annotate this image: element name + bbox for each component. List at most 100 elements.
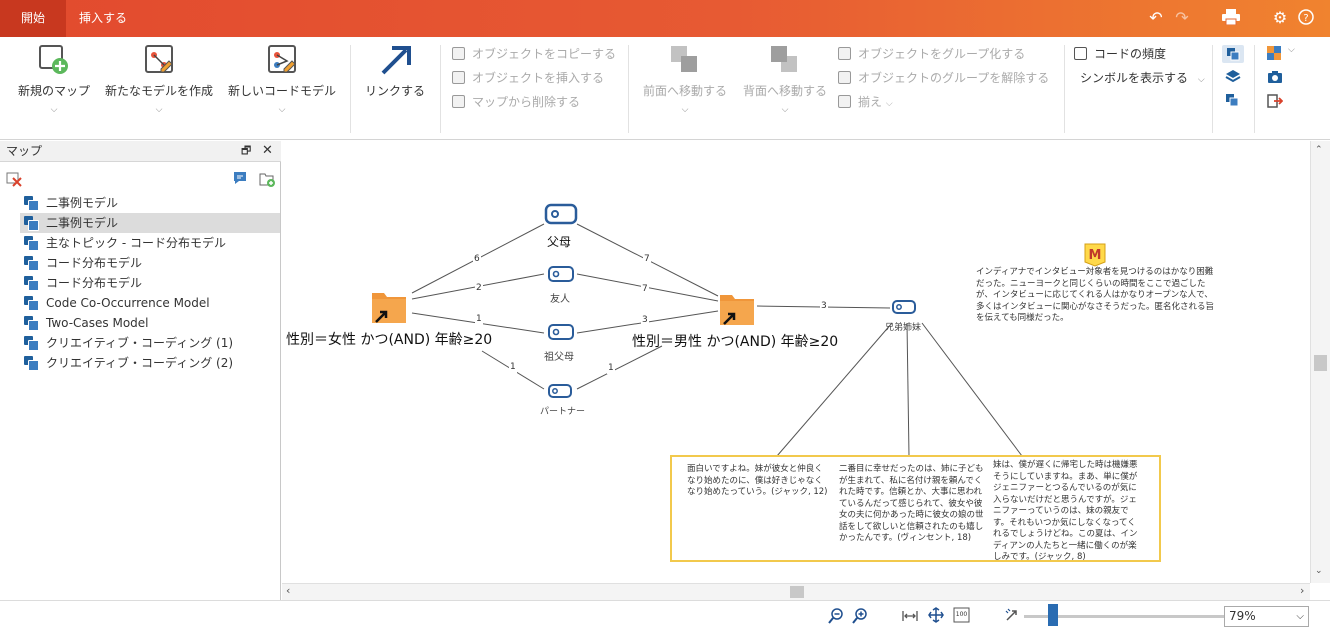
undo-icon[interactable]: ↶ xyxy=(1149,8,1163,27)
code-tag-icon[interactable] xyxy=(891,299,917,318)
chevron-left-icon[interactable]: ‹ xyxy=(286,584,291,597)
chevron-down-icon: ⌵ xyxy=(681,105,689,115)
ungroup-objects-label: オブジェクトのグループを解除する xyxy=(858,71,1050,85)
copy-object-button[interactable]: オブジェクトをコピーする xyxy=(452,45,616,63)
export-code-icon[interactable] xyxy=(1225,93,1241,109)
maps-panel-title: マップ xyxy=(6,144,43,158)
fit-width-icon[interactable] xyxy=(902,608,918,627)
memo-text: インディアナでインタビュー対象者を見つけるのはかなり困難だった。ニューヨークと同… xyxy=(976,267,1215,323)
map-canvas[interactable]: 6 2 1 1 7 7 3 1 3 性別＝女性 かつ(AND) 年齢≥20 性別… xyxy=(282,141,1310,583)
exit-icon[interactable] xyxy=(1267,93,1284,109)
ungroup-objects-button[interactable]: オブジェクトのグループを解除する xyxy=(838,69,1049,87)
chevron-right-icon[interactable]: › xyxy=(1300,584,1305,597)
quote-text: 二番目に幸せだったのは、姉に子どもが生まれて、私に名付け親を頼んでくれた時です。… xyxy=(839,464,984,543)
zoom-slider-track[interactable] xyxy=(1024,615,1224,618)
link-label: リンクする xyxy=(364,84,425,98)
code-tag-icon[interactable] xyxy=(547,265,575,286)
memo-icon-letter: M xyxy=(1089,248,1102,263)
edge-weight: 3 xyxy=(820,301,828,312)
map-list-item[interactable]: クリエイティブ・コーディング (1) xyxy=(24,333,280,353)
map-list-item[interactable]: 二事例モデル xyxy=(20,213,280,233)
edge-weight: 2 xyxy=(475,283,483,294)
ribbon-divider xyxy=(1212,45,1213,133)
help-icon[interactable]: ? xyxy=(1296,9,1316,29)
link-button[interactable]: リンクする xyxy=(362,43,428,99)
map-list-item[interactable]: 二事例モデル xyxy=(24,193,280,213)
map-model-icon xyxy=(24,356,39,371)
zoom-reset-icon[interactable] xyxy=(1004,607,1020,626)
map-list-item[interactable]: コード分布モデル xyxy=(24,273,280,293)
copy-object-label: オブジェクトをコピーする xyxy=(472,47,617,61)
case-folder-male-icon[interactable] xyxy=(718,291,756,330)
new-model-icon xyxy=(142,43,176,77)
new-map-button[interactable]: 新規のマップ ⌵ xyxy=(14,43,94,115)
actual-size-icon[interactable]: 100 xyxy=(953,607,970,626)
map-list-item[interactable]: Two-Cases Model xyxy=(24,313,280,333)
delete-map-icon[interactable] xyxy=(6,171,22,190)
map-list-item[interactable]: Code Co-Occurrence Model xyxy=(24,293,280,313)
zoom-out-icon[interactable] xyxy=(828,608,844,627)
chevron-up-icon[interactable]: ⌃ xyxy=(1315,145,1323,155)
undock-icon[interactable]: 🗗 xyxy=(241,144,252,157)
svg-text:?: ? xyxy=(1303,13,1308,24)
bring-forward-button[interactable]: 前面へ移動する ⌵ xyxy=(640,43,730,115)
send-backward-button[interactable]: 背面へ移動する ⌵ xyxy=(740,43,830,115)
memo-icon[interactable]: M xyxy=(1084,243,1106,270)
map-model-icon xyxy=(24,316,39,331)
map-list-item-label: 二事例モデル xyxy=(46,216,119,230)
code-frequency-button[interactable]: コードの頻度 xyxy=(1074,45,1166,63)
settings-gear-icon[interactable]: ⚙ xyxy=(1272,8,1288,27)
quote-text: 面白いですよね。妹が彼女と仲良くなり始めたのに、僕は好きじゃなくなり始めたってい… xyxy=(687,464,828,497)
ribbon-divider xyxy=(440,45,441,133)
horizontal-scrollbar[interactable]: ‹ › xyxy=(282,583,1310,600)
chevron-down-icon: ⌵ xyxy=(885,99,893,109)
group-objects-button[interactable]: オブジェクトをグループ化する xyxy=(838,45,1025,63)
code-tag-icon[interactable] xyxy=(547,323,575,344)
zoom-level-select[interactable]: 79% ⌵ xyxy=(1224,606,1309,627)
map-list-item[interactable]: 主なトピック - コード分布モデル xyxy=(24,233,280,253)
fit-page-icon[interactable] xyxy=(928,607,944,626)
map-list-item-label: 二事例モデル xyxy=(46,196,119,210)
quotes-box[interactable]: 面白いですよね。妹が彼女と仲良くなり始めたのに、僕は好きじゃなくなり始めたってい… xyxy=(670,455,1161,562)
code-tag-icon[interactable] xyxy=(544,203,578,228)
redo-icon[interactable]: ↷ xyxy=(1175,8,1189,27)
chevron-down-icon: ⌵ xyxy=(278,105,286,115)
edge-weight: 1 xyxy=(607,363,615,374)
tab-home[interactable]: 開始 xyxy=(0,0,66,37)
show-symbol-dropdown[interactable]: シンボルを表示する ⌵ xyxy=(1080,69,1205,87)
comment-icon[interactable] xyxy=(232,170,248,189)
new-code-model-button[interactable]: 新しいコードモデル ⌵ xyxy=(226,43,338,115)
map-list-item-label: クリエイティブ・コーディング (1) xyxy=(46,336,234,350)
remove-from-map-button[interactable]: マップから削除する xyxy=(452,93,580,111)
print-icon[interactable] xyxy=(1221,9,1241,29)
vertical-scroll-thumb[interactable] xyxy=(1314,355,1327,371)
map-list-item[interactable]: コード分布モデル xyxy=(24,253,280,273)
image-export-icon[interactable] xyxy=(1266,45,1282,61)
vertical-scrollbar[interactable]: ⌃ ⌄ xyxy=(1310,141,1330,583)
new-folder-icon[interactable] xyxy=(259,171,275,190)
map-list-item[interactable]: クリエイティブ・コーディング (2) xyxy=(24,353,280,373)
zoom-slider-thumb[interactable] xyxy=(1048,604,1058,626)
horizontal-scroll-thumb[interactable] xyxy=(790,586,804,598)
chevron-down-icon[interactable]: ⌵ xyxy=(1288,45,1295,55)
chevron-down-icon[interactable]: ⌄ xyxy=(1315,566,1323,576)
new-model-button[interactable]: 新たなモデルを作成 ⌵ xyxy=(104,43,214,115)
status-bar: 100 79% ⌵ xyxy=(0,600,1330,631)
code-view-toggle-icon[interactable] xyxy=(1222,45,1244,63)
insert-object-button[interactable]: オブジェクトを挿入する xyxy=(452,69,604,87)
camera-icon[interactable] xyxy=(1267,69,1283,85)
layers-icon[interactable] xyxy=(1225,68,1241,84)
link-arrow-icon xyxy=(378,43,412,77)
paste-icon xyxy=(452,71,465,84)
tab-insert[interactable]: 挿入する xyxy=(78,11,127,25)
case-folder-female-icon[interactable] xyxy=(370,289,408,328)
code-tag-icon[interactable] xyxy=(547,383,573,402)
chevron-down-icon: ⌵ xyxy=(155,105,163,115)
map-model-icon xyxy=(24,336,39,351)
close-icon[interactable]: ✕ xyxy=(262,143,273,158)
zoom-in-icon[interactable] xyxy=(852,608,868,627)
map-model-icon xyxy=(24,276,39,291)
maps-panel-header: マップ 🗗 ✕ xyxy=(0,141,281,162)
ribbon-divider xyxy=(628,45,629,133)
align-button[interactable]: 揃え ⌵ xyxy=(838,93,893,111)
